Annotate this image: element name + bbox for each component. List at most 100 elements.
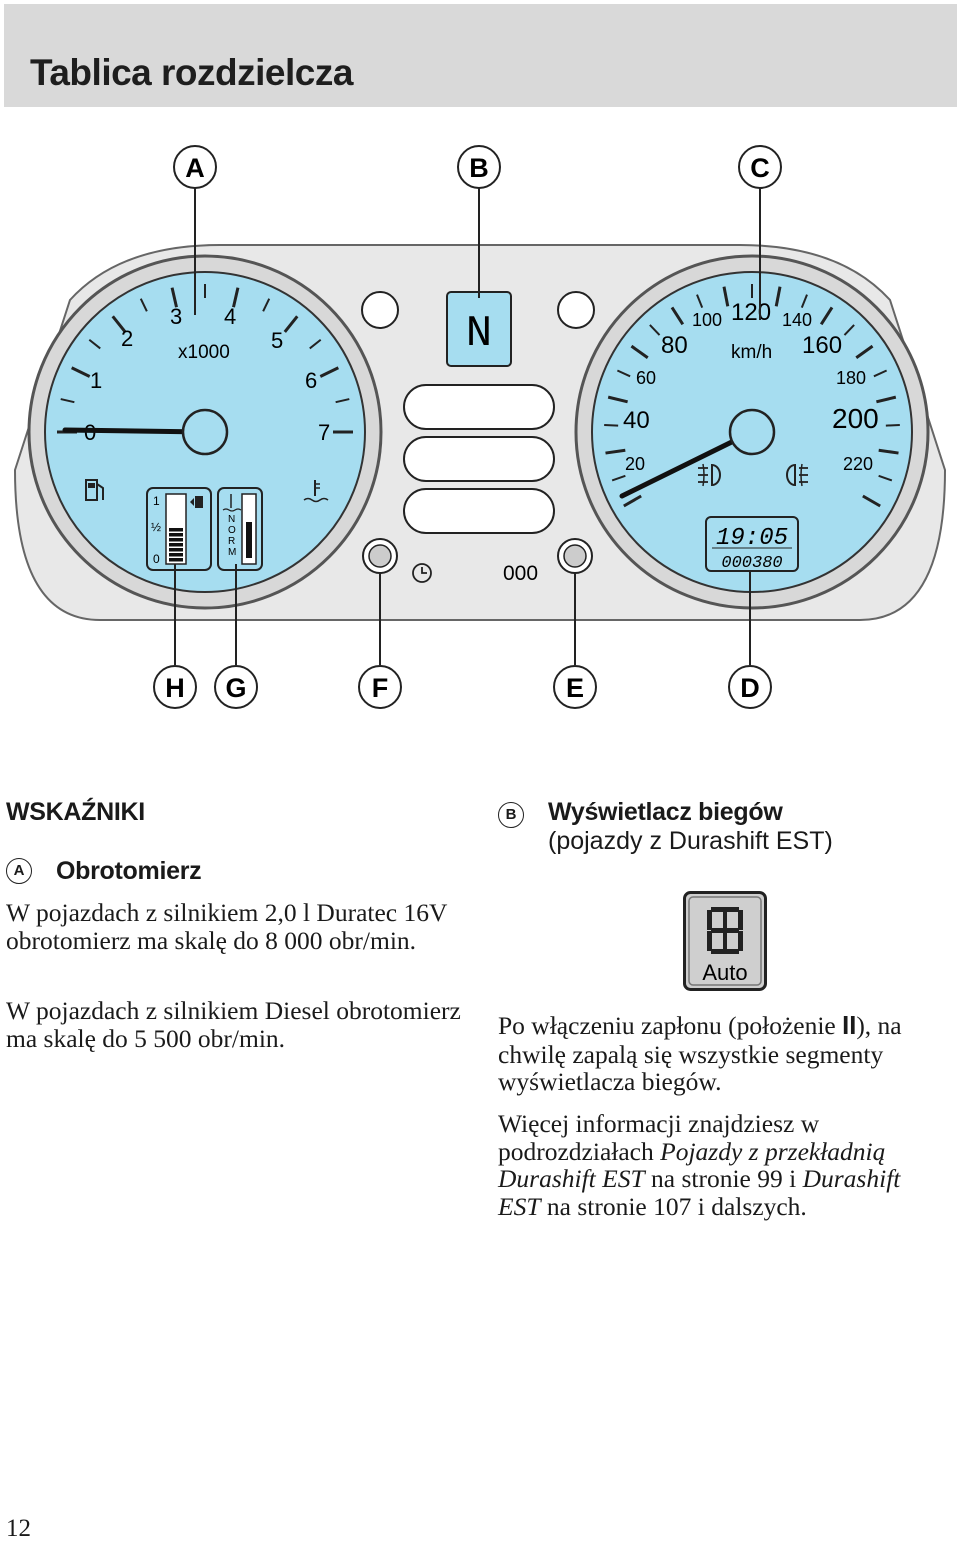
temp-letter-r: R — [228, 536, 235, 547]
tach-tick — [71, 366, 91, 378]
fuel-label-half: ½ — [151, 520, 161, 534]
tach-tick — [319, 366, 339, 378]
speed-tick — [722, 286, 730, 307]
paragraph-a-2: W pojazdach z silnikiem Diesel obrotomie… — [6, 996, 461, 1053]
fuel-bar-segment — [169, 533, 183, 537]
callout-d: D — [728, 665, 772, 709]
speed-tick — [819, 306, 834, 326]
speed-num-160: 160 — [802, 332, 842, 359]
warning-lamp-left — [361, 291, 399, 329]
fuel-gauge: 1 ½ 0 — [146, 487, 212, 571]
tach-num-5: 5 — [271, 328, 283, 353]
speed-num-220: 220 — [843, 454, 873, 474]
speed-num-120: 120 — [731, 299, 771, 326]
speed-tick — [696, 294, 704, 308]
badge-b: B — [498, 802, 524, 828]
speed-tick — [607, 395, 628, 404]
callout-leader-lines — [174, 188, 761, 665]
fuel-bar-segment — [169, 558, 183, 562]
svg-text:F: F — [372, 673, 389, 703]
speed-tick — [616, 369, 631, 378]
tach-tick — [60, 398, 75, 404]
fuel-bar-segment — [169, 538, 183, 542]
callout-c: C — [738, 145, 782, 189]
speed-tick — [885, 423, 900, 427]
speed-tick — [862, 494, 881, 508]
clock-adjust-button — [362, 538, 398, 574]
auto-gear-display-icon: Auto — [683, 891, 767, 991]
callout-g: G — [214, 665, 258, 709]
callout-b: B — [457, 145, 501, 189]
page-title: Tablica rozdzielcza — [30, 52, 353, 93]
instrument-cluster-diagram: A B C 0 1 2 3 4 5 6 7 x1000 — [13, 145, 947, 709]
speed-num-80: 80 — [661, 332, 688, 359]
speed-tick — [843, 324, 855, 336]
trip-reset-button — [557, 538, 593, 574]
speed-tick — [774, 286, 782, 307]
speed-tick — [878, 448, 899, 455]
warning-panel-1 — [403, 384, 555, 430]
gear-display-value: N — [466, 309, 492, 359]
speed-num-180: 180 — [836, 368, 866, 388]
heading-gear-display-subtitle: (pojazdy z Durashift EST) — [548, 827, 833, 855]
fuel-bar-segment — [169, 553, 183, 557]
speed-num-40: 40 — [623, 407, 650, 434]
tach-num-3: 3 — [170, 304, 182, 329]
speedometer: 20 40 60 80 100 120 140 160 180 200 220 … — [574, 254, 930, 610]
fuel-bar-segment — [169, 543, 183, 547]
tach-num-2: 2 — [121, 326, 133, 351]
speed-tick — [670, 306, 685, 326]
lcd-display — [705, 516, 799, 572]
tach-tick — [88, 338, 101, 350]
speed-tick — [878, 474, 893, 482]
tach-tick — [111, 315, 127, 333]
svg-text:C: C — [750, 153, 770, 183]
heading-tachometer: Obrotomierz — [56, 857, 202, 885]
tach-tick — [170, 287, 178, 308]
temp-letter-n: N — [228, 514, 235, 525]
paragraph-b-1: Po włączeniu zapłonu (położenie II), na … — [498, 1011, 902, 1096]
speed-tick — [611, 474, 626, 482]
speed-tick — [876, 395, 897, 404]
tach-num-1: 1 — [90, 368, 102, 393]
fuel-label-empty: 0 — [153, 552, 160, 566]
fuel-pump-icon — [85, 479, 104, 501]
tach-tick — [139, 298, 148, 312]
speed-unit: km/h — [731, 342, 772, 363]
lcd-clock: 19:05 — [716, 525, 788, 552]
temp-letter-m: M — [228, 547, 236, 558]
speed-tick — [800, 294, 808, 308]
callout-f: F — [358, 665, 402, 709]
callout-e: E — [553, 665, 597, 709]
speed-tick — [855, 344, 874, 359]
speed-num-60: 60 — [636, 368, 656, 388]
tach-num-6: 6 — [305, 368, 317, 393]
tachometer: 0 1 2 3 4 5 6 7 x1000 1 ½ 0 — [27, 254, 383, 610]
fuel-gauge-pump-icon — [195, 496, 203, 508]
rear-fog-lamp-icon — [786, 463, 808, 487]
svg-text:H: H — [165, 673, 185, 703]
speed-needle — [619, 429, 755, 499]
svg-text:A: A — [185, 153, 205, 183]
tach-tick — [283, 315, 299, 333]
warning-lamp-right — [557, 291, 595, 329]
header-bar — [4, 4, 957, 107]
tach-tick — [232, 287, 240, 308]
fuel-bar-segment — [169, 528, 183, 532]
trip-reset-label: 000 — [503, 562, 538, 585]
tach-num-4: 4 — [224, 304, 236, 329]
paragraph-b-2: Więcej informacji znajdziesz w podrozdzi… — [498, 1109, 901, 1221]
center-panel: N 000 — [361, 291, 595, 585]
speed-tick — [649, 324, 661, 336]
warning-panel-3 — [403, 488, 555, 534]
callout-a: A — [173, 145, 217, 189]
tach-num-7: 7 — [318, 420, 330, 445]
auto-icon-label: Auto — [702, 960, 747, 985]
fuel-bar-segment — [169, 548, 183, 552]
tach-tick — [309, 338, 322, 350]
temp-letter-o: O — [228, 525, 236, 536]
speed-tick — [873, 369, 888, 378]
speed-num-200: 200 — [832, 403, 879, 434]
tach-tick — [335, 398, 350, 404]
front-fog-lamp-icon — [698, 463, 721, 487]
